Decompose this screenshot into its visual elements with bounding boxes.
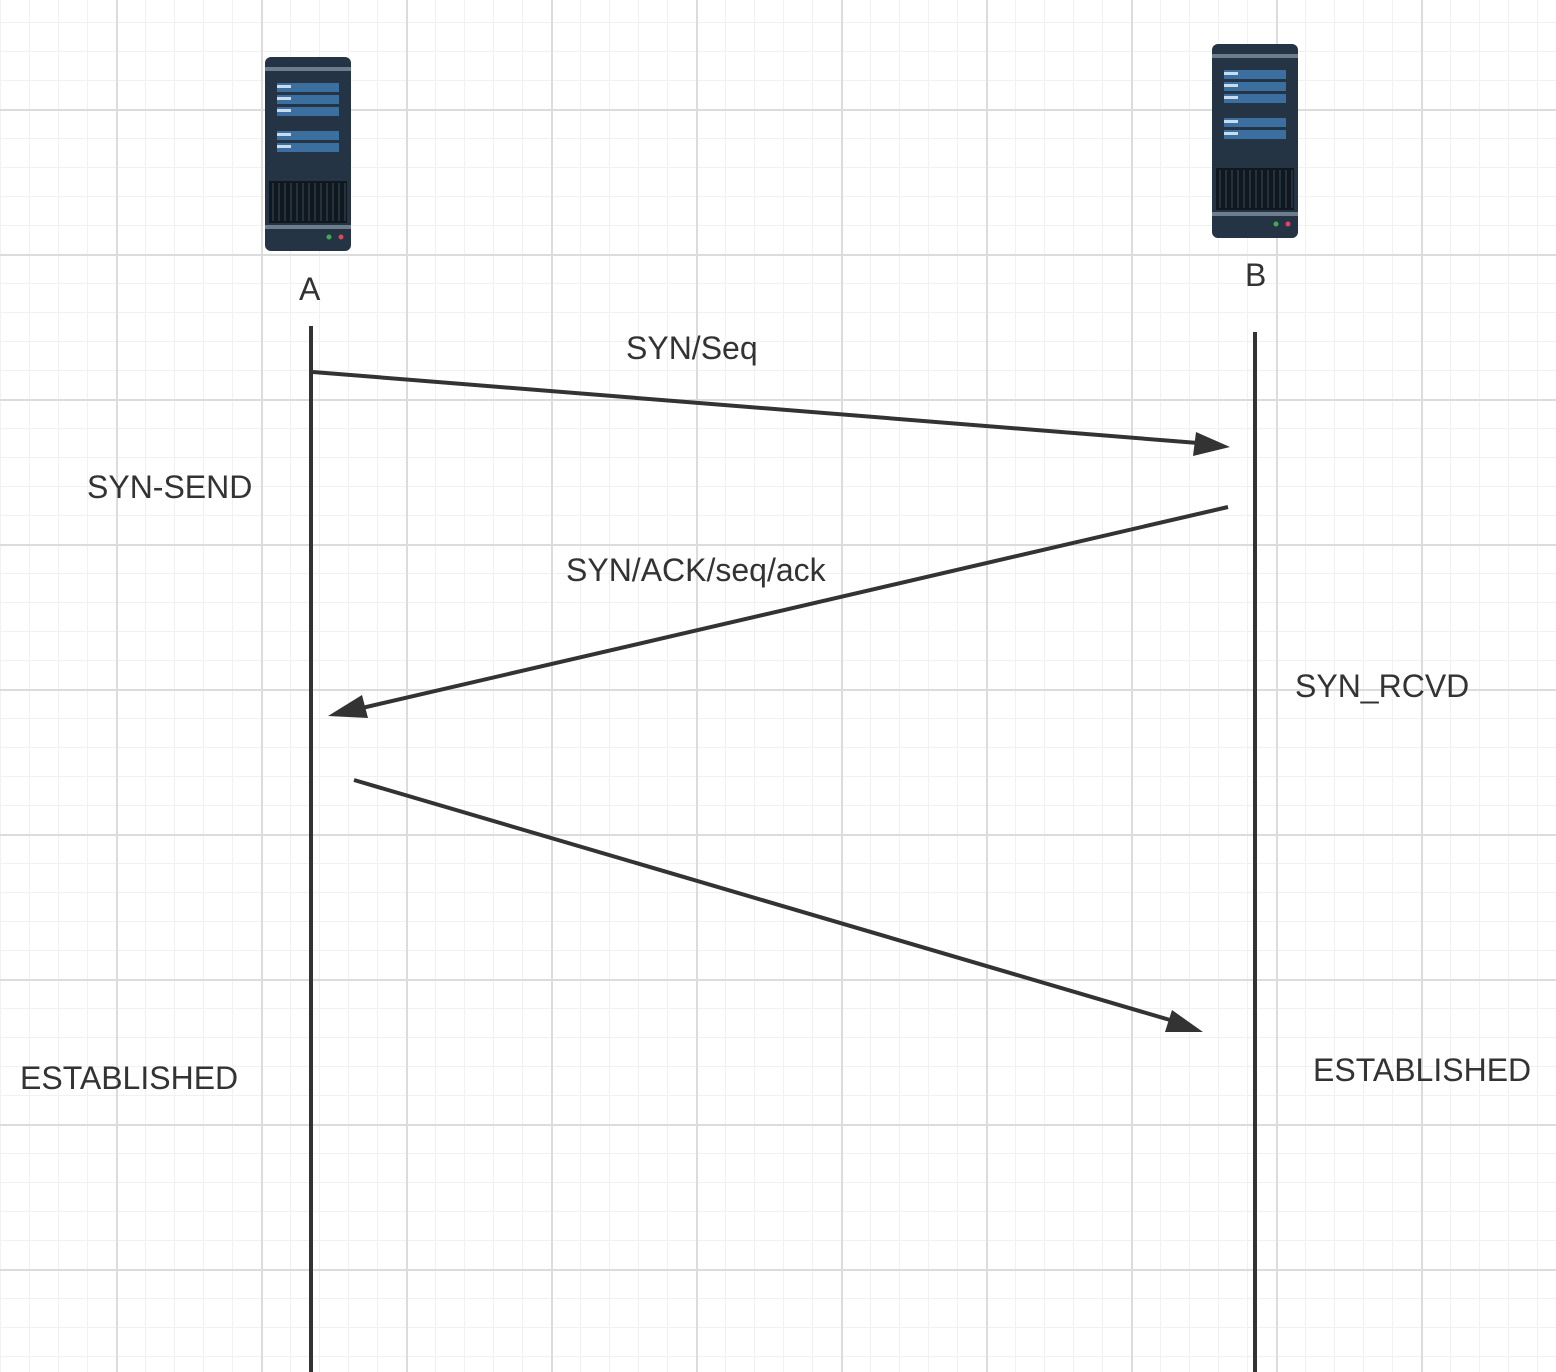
server-a-icon	[264, 56, 352, 252]
syn-message-label: SYN/Seq	[626, 330, 758, 366]
state-b-syn-rcvd: SYN_RCVD	[1295, 668, 1470, 704]
node-b-label: B	[1245, 257, 1267, 293]
ack-arrowhead	[1165, 1010, 1203, 1032]
syn-ack-message-label: SYN/ACK/seq/ack	[566, 552, 826, 588]
syn-ack-arrow-line	[361, 505, 1229, 710]
syn-ack-arrowhead	[328, 695, 368, 718]
ack-arrow-line	[353, 778, 1171, 1022]
state-a-syn-send: SYN-SEND	[87, 469, 253, 505]
server-b-icon	[1211, 43, 1299, 239]
syn-arrow-line	[312, 370, 1199, 445]
node-a-label: A	[299, 271, 321, 307]
syn-arrowhead	[1193, 432, 1230, 456]
state-a-established: ESTABLISHED	[20, 1060, 239, 1096]
state-b-established: ESTABLISHED	[1313, 1052, 1532, 1088]
